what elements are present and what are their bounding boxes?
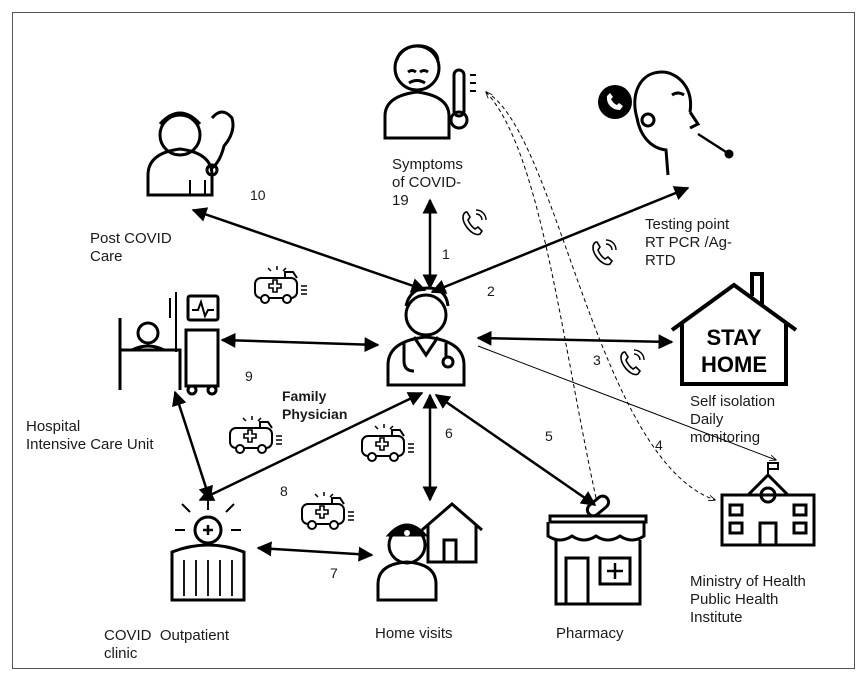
edge-8-outpatient [198,391,424,502]
ambulance-icon [229,415,283,454]
nurse-icon [146,110,235,197]
edge-number-3: 3 [593,352,601,368]
edge-3-stay-home [476,330,674,350]
connectors [172,186,690,562]
edge-number-8: 8 [280,483,288,499]
edge-number-10: 10 [250,187,266,203]
virus-clinic-icon [170,498,246,602]
label-outpatient: COVID Outpatient clinic [104,627,230,662]
viber-icon [598,85,632,119]
label-family-physician: Family Physician [282,388,348,422]
doctor-icon [386,286,466,387]
label-home-visits: Home visits [375,625,453,642]
pharmacy-icon [546,494,648,606]
stay-text: STAY [706,325,761,350]
edge-number-2: 2 [487,283,495,299]
edge-number-4: 4 [655,437,663,453]
label-testing: Testing point RT PCR /Ag- RTD [645,216,732,269]
icu-bed-icon [118,292,220,396]
diagram-frame [12,12,855,669]
edge-5-pharmacy [434,393,597,507]
home-text: HOME [701,352,767,377]
dashed-connectors [486,92,715,500]
edge-number-6: 6 [445,425,453,441]
edge-number-1: 1 [442,246,450,262]
edge-7-clinic-home [256,541,374,562]
ambulance-icon [361,423,415,462]
edge-4-ministry [477,345,776,460]
edge-number-9: 9 [245,368,253,384]
edge-icu-outpatient [172,390,213,502]
phone-call-icon [620,349,645,376]
label-symptoms: Symptoms of COVID- 19 [392,156,463,209]
sick-person-icon [383,44,476,140]
edge-number-7: 7 [330,565,338,581]
phone-call-icon [592,239,617,266]
swab-test-icon [633,70,734,176]
edge-2-testing [430,186,690,294]
label-self-isolation: Self isolation Daily monitoring [690,393,776,446]
ambulance-icon [254,265,308,304]
label-pharmacy: Pharmacy [556,625,624,642]
label-ministry: Ministry of Health Public Health Institu… [690,573,806,626]
doctor-home-visit-icon [376,502,483,602]
label-hospital-icu: Hospital Intensive Care Unit [26,418,154,453]
phone-call-icon [462,209,487,236]
ambulance-icon [301,491,355,530]
label-post-covid: Post COVID Care [90,230,172,265]
stay-home-icon [670,272,798,386]
edge-9-icu [220,332,380,353]
school-building-icon [720,462,816,547]
edge-10-post-covid [191,207,427,293]
edge-number-5: 5 [545,428,553,444]
